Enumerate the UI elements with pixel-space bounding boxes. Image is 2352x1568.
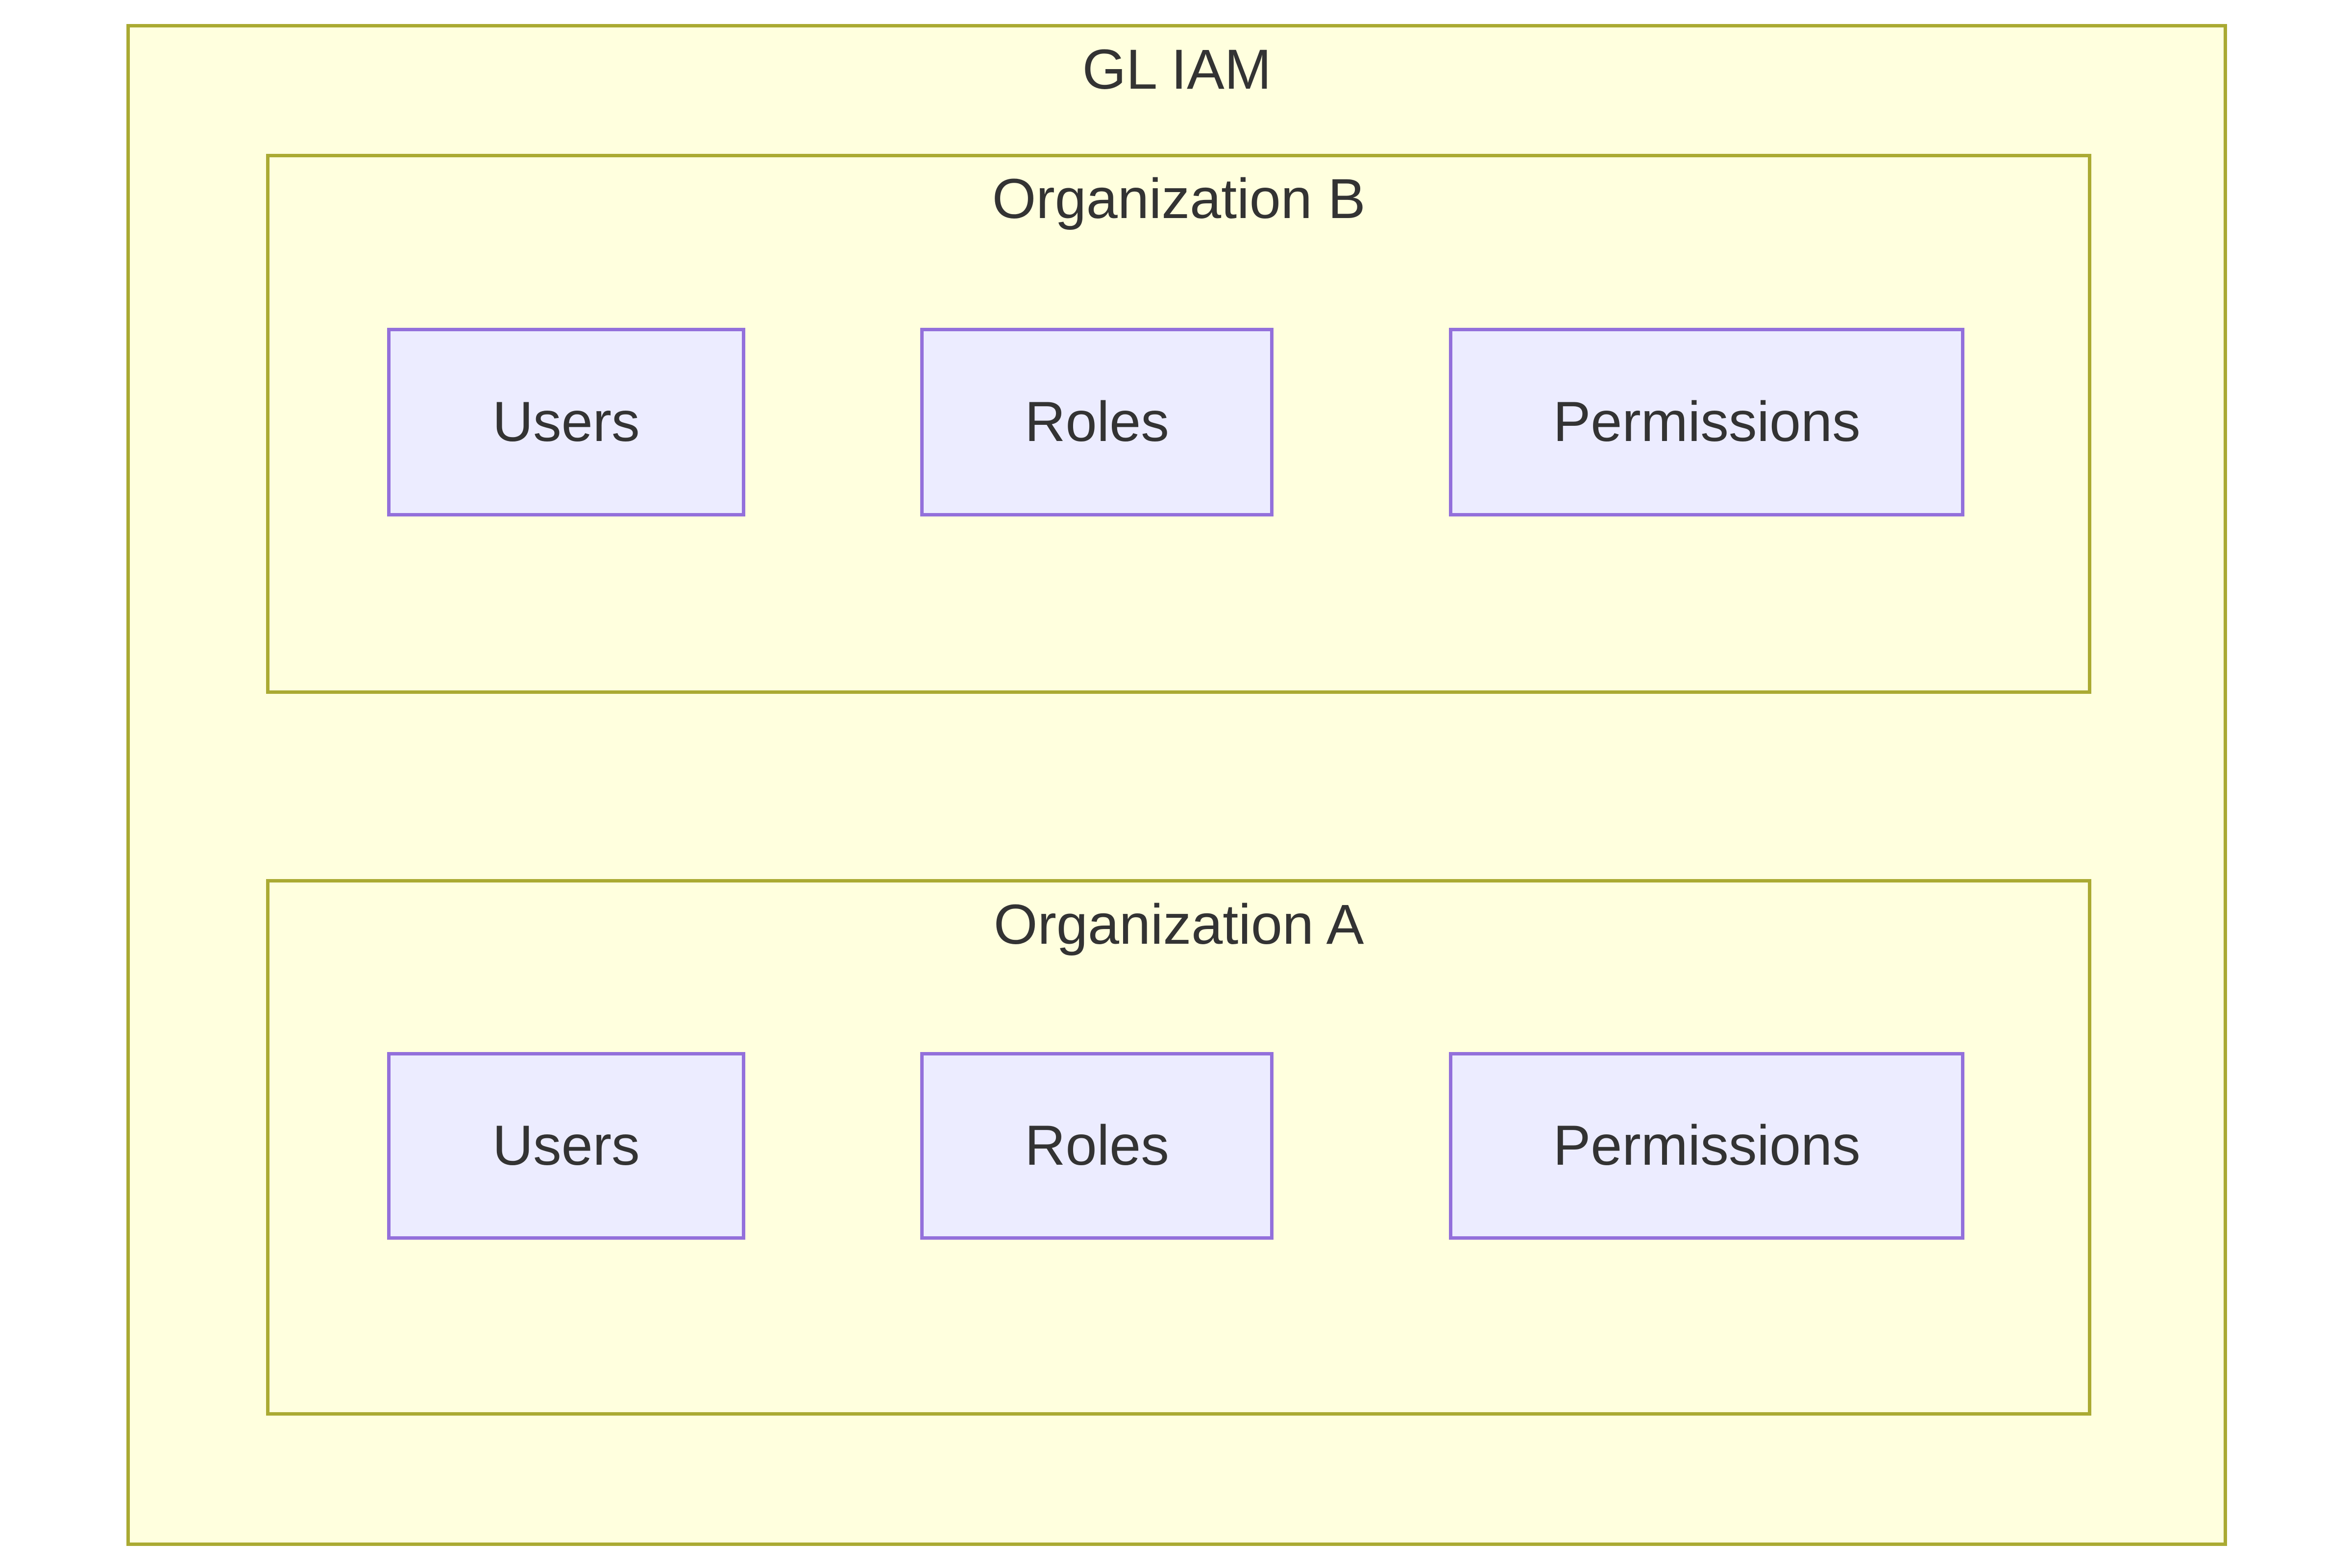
cluster-gl-iam-label: GL IAM: [1082, 38, 1272, 101]
node-org-b-roles: Roles: [920, 327, 1274, 516]
node-org-b-permissions: Permissions: [1448, 327, 1965, 516]
cluster-gl-iam: GL IAM Organization B Users Roles Permis…: [126, 24, 2228, 1546]
cluster-organization-b: Organization B Users Roles Permissions: [266, 153, 2092, 694]
node-org-a-roles: Roles: [920, 1052, 1274, 1240]
node-org-b-users: Users: [387, 327, 745, 516]
node-org-a-users: Users: [387, 1052, 745, 1240]
cluster-organization-a-label: Organization A: [993, 893, 1364, 956]
node-org-a-permissions: Permissions: [1448, 1052, 1965, 1240]
cluster-organization-a: Organization A Users Roles Permissions: [266, 879, 2092, 1416]
cluster-organization-b-label: Organization B: [992, 168, 1366, 231]
